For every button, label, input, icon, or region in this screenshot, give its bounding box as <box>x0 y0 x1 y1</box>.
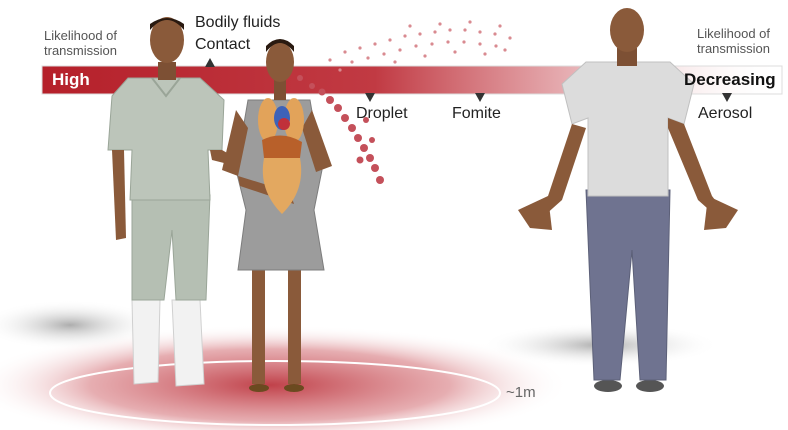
distance-label: ~1m <box>506 384 536 401</box>
likelihood-label-left: Likelihood of transmission <box>44 28 164 58</box>
bodily-fluids-marker <box>205 58 215 67</box>
fomite-marker <box>475 93 485 102</box>
decreasing-label: Decreasing <box>684 70 776 90</box>
likelihood-label-right: Likelihood of transmission <box>697 26 788 56</box>
aerosol-label: Aerosol <box>698 105 752 123</box>
fomite-label: Fomite <box>452 105 501 123</box>
bodily-fluids-label: Bodily fluids <box>195 14 280 32</box>
aerosol-marker <box>722 93 732 102</box>
contact-label: Contact <box>195 36 250 54</box>
high-label: High <box>52 70 90 90</box>
droplet-marker <box>365 93 375 102</box>
droplet-label: Droplet <box>356 105 408 123</box>
aerosol-spray <box>328 20 511 71</box>
